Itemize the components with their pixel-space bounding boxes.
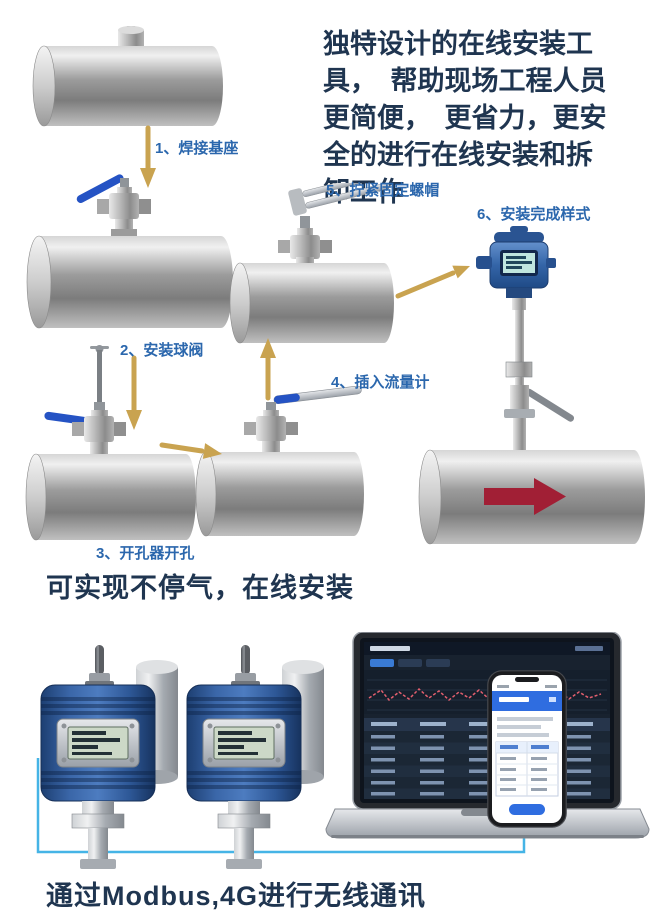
step-4-label: 4、插入流量计 [331, 374, 430, 391]
step-3-label: 3、开孔器开孔 [96, 545, 195, 562]
app-action-button [509, 804, 545, 815]
step-2-label: 2、安装球阀 [120, 342, 204, 359]
inline-install-caption: 可实现不停气，在线安装 [46, 573, 354, 603]
pipe-body [196, 451, 364, 537]
communication-caption: 通过Modbus,4G进行无线通讯 [46, 881, 426, 911]
flow-direction-arrow-icon [484, 478, 566, 515]
flow-meter-installed-illustration [418, 226, 645, 545]
antenna-icon [231, 645, 260, 687]
detector-mount [217, 801, 271, 869]
intro-text: 独特设计的在线安装工 具， 帮助现场工程人员 更简便， 更省力，更安 全的进行在… [323, 29, 607, 207]
step-5-label: 5、拧紧固定螺帽 [326, 182, 440, 199]
pipe-hole-opener-illustration [25, 345, 196, 541]
dashboard-chart [364, 670, 610, 714]
pipe-body [32, 45, 223, 127]
app-content [495, 717, 559, 815]
pipe-body [26, 235, 233, 329]
hole-opener-rod [90, 345, 109, 402]
smartphone-app [487, 670, 567, 828]
gas-detector-2 [186, 645, 324, 869]
lock-nut [505, 361, 533, 378]
pipe-tighten-tool-illustration [229, 183, 394, 344]
pipe-body [229, 262, 394, 344]
pipe-body [25, 453, 196, 541]
valve-lever-handle [76, 174, 124, 204]
detector-body [40, 684, 156, 802]
gas-detector-1 [40, 645, 178, 869]
antenna-icon [85, 645, 114, 687]
dashboard-table [364, 718, 610, 799]
step-1-label: 1、焊接基座 [155, 140, 239, 157]
weld-base-fitting [118, 26, 144, 48]
sensor-canister [136, 660, 178, 784]
pipe-welded-base-illustration [32, 26, 223, 127]
app-header [492, 691, 562, 711]
ball-valve [76, 174, 151, 237]
pipe-body [418, 449, 645, 545]
laptop-base [325, 808, 650, 839]
insertion-stem [504, 298, 575, 450]
ball-valve [44, 402, 126, 454]
pipe-insert-meter-illustration [196, 386, 364, 537]
pipe-ball-valve-illustration [26, 174, 233, 329]
detector-mount [71, 801, 125, 869]
valve-lever-handle [525, 388, 575, 422]
tightening-tool [288, 183, 390, 216]
detector-body [186, 684, 302, 802]
step-6-label: 6、安装完成样式 [477, 206, 591, 223]
ball-valve [244, 386, 362, 452]
phone-notch [515, 677, 539, 682]
ball-valve [278, 216, 332, 267]
flow-meter-transmitter-head [476, 226, 556, 298]
